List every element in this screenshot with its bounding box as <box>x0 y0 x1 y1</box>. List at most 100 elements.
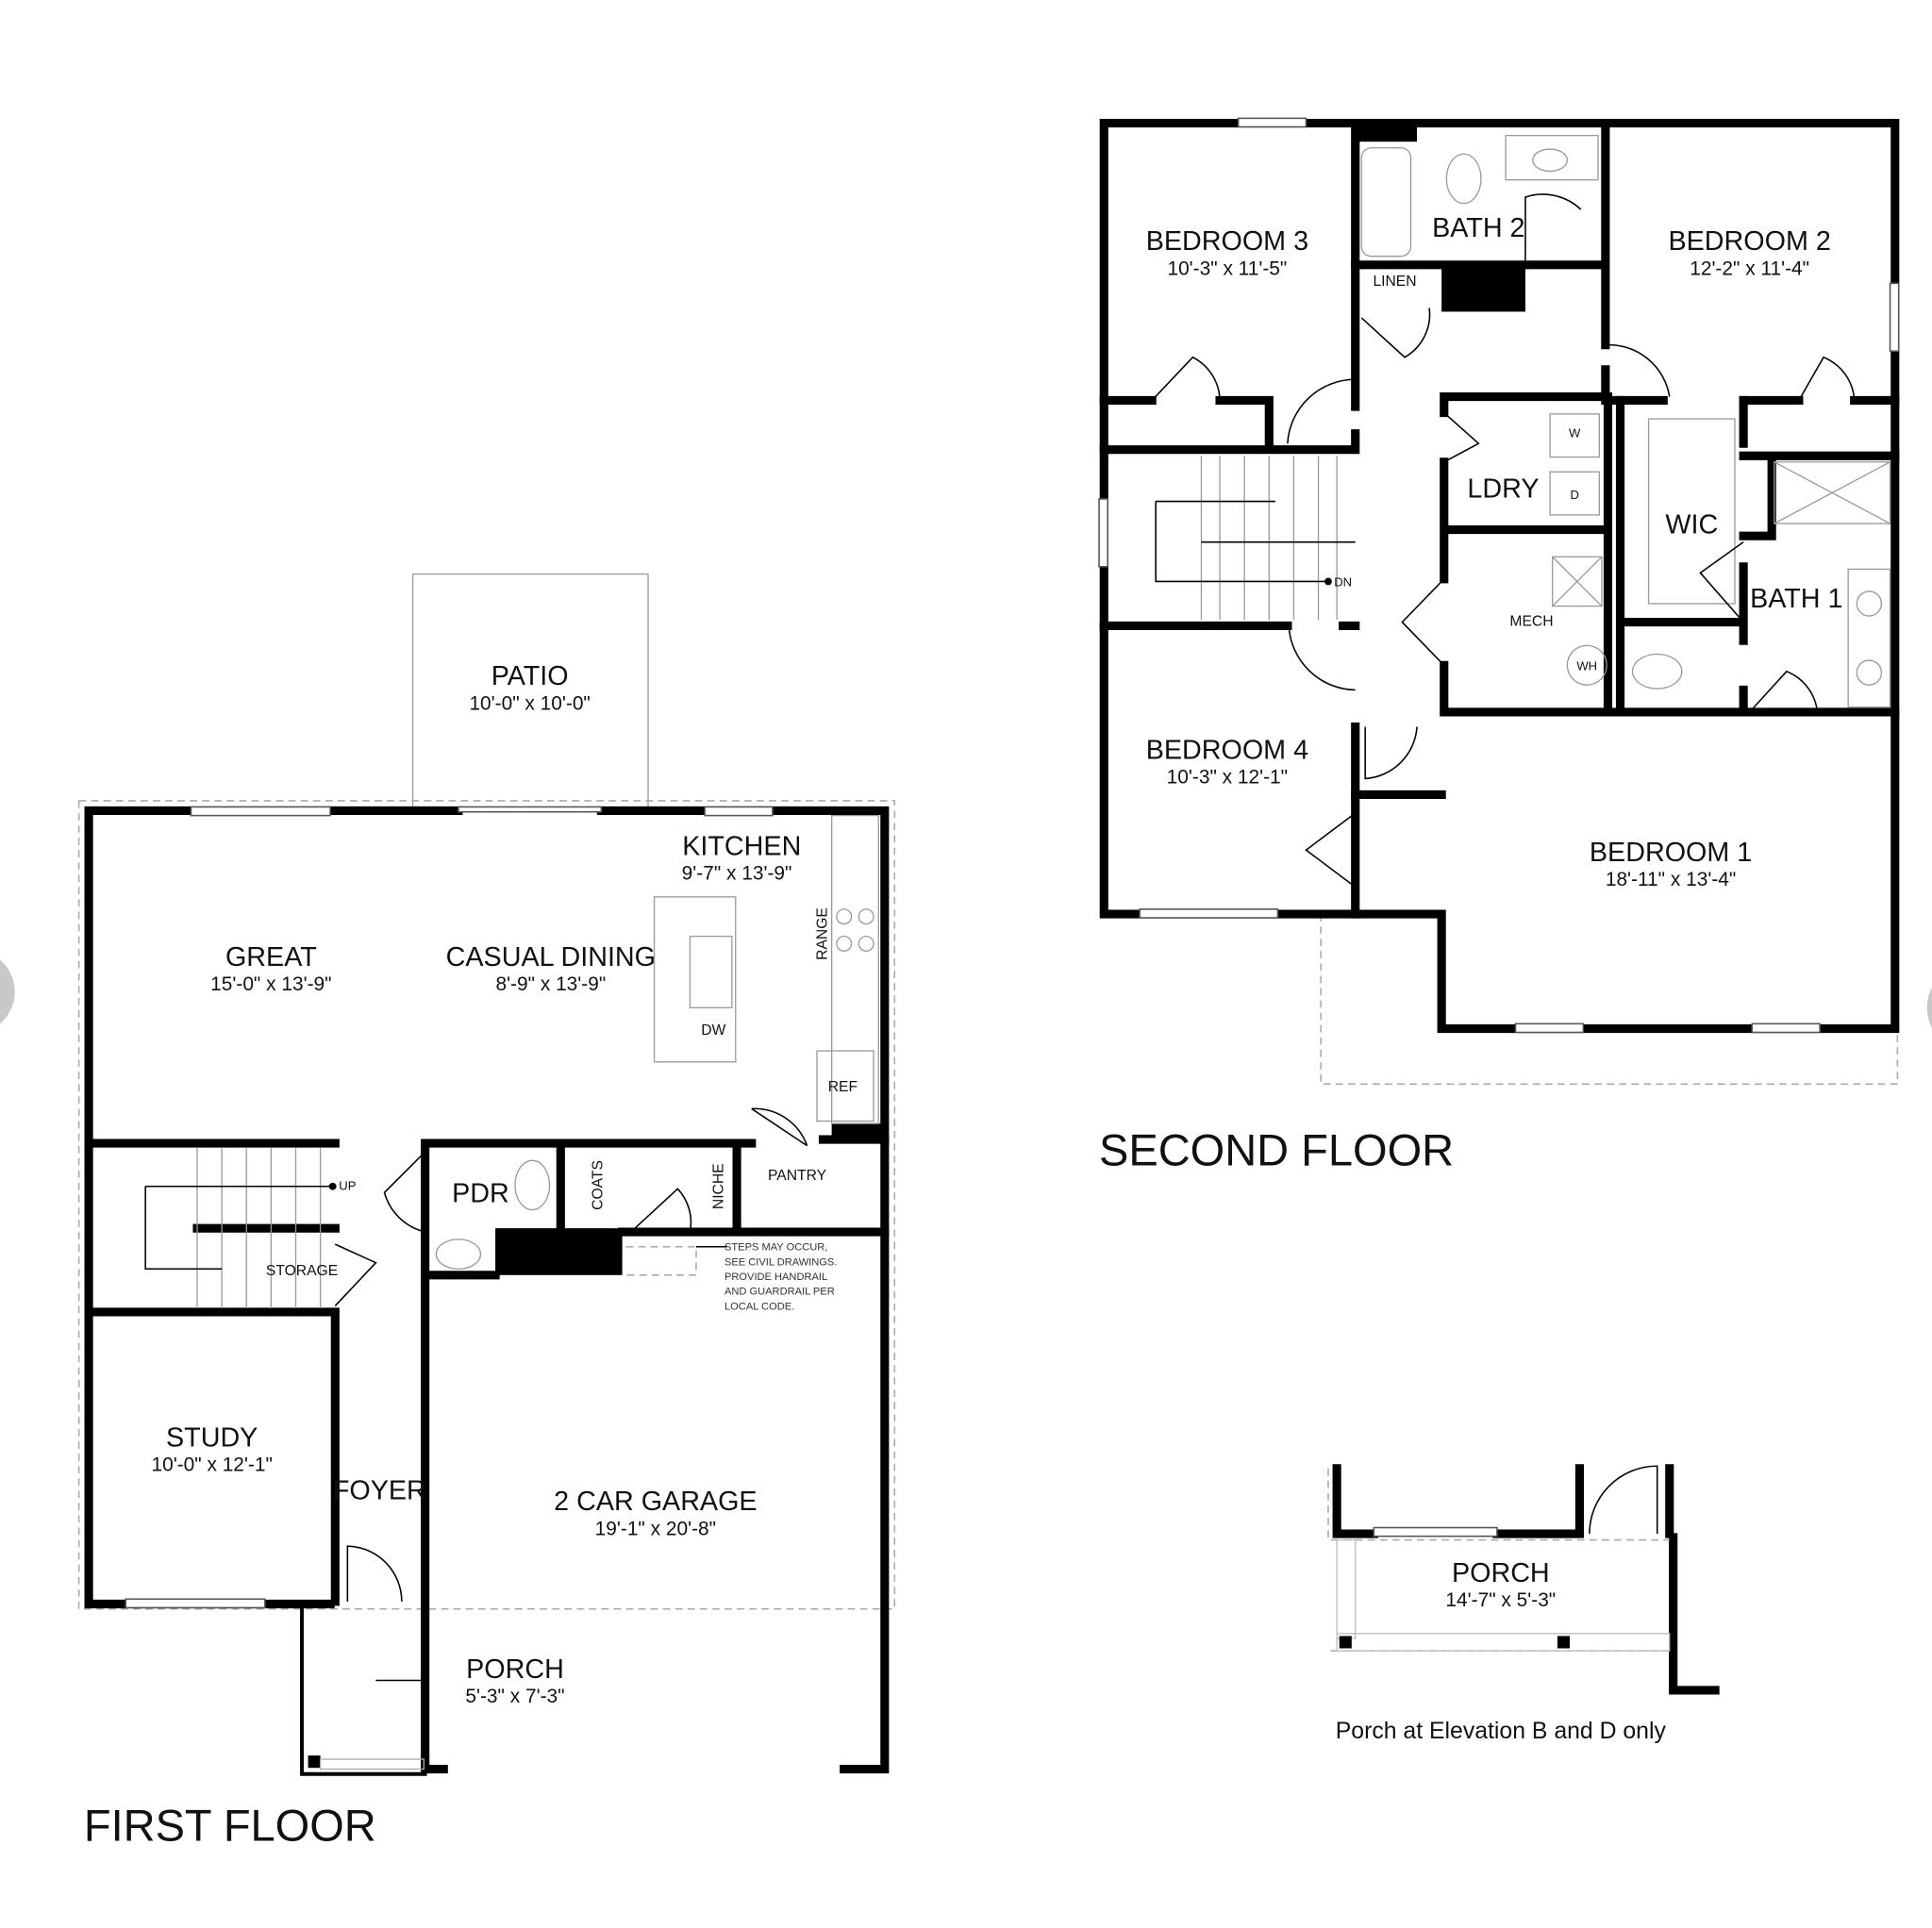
shower <box>1774 461 1891 524</box>
kitchen-island <box>653 896 737 1063</box>
room-label: BATH 1 <box>1750 584 1842 614</box>
bathtub <box>1360 147 1412 258</box>
room-label: LDRY <box>1467 474 1539 505</box>
room-size: 10'-0" x 12'-1" <box>151 1454 272 1475</box>
room-label: KITCHEN <box>682 831 801 861</box>
pantry-door[interactable] <box>751 1107 808 1147</box>
shower-drain <box>1774 461 1890 524</box>
room-size: 14'-7" x 5'-3" <box>1445 1589 1556 1611</box>
porch-column <box>1339 1636 1352 1649</box>
vanity <box>1505 135 1599 181</box>
room-label: STUDY <box>166 1422 258 1453</box>
room-label: 2 CAR GARAGE <box>554 1487 757 1517</box>
fixture-label: UP <box>339 1179 356 1193</box>
second-floor-plan: BEDROOM 3 10'-3" x 11'-5" BATH 2 LINEN B… <box>1098 117 1900 1175</box>
second-floor-dashed-outline <box>1320 914 1899 1086</box>
svg-text:LOCAL CODE.: LOCAL CODE. <box>724 1301 794 1312</box>
construction-note: STEPS MAY OCCUR, SEE CIVIL DRAWINGS. PRO… <box>724 1242 837 1313</box>
fixture-label: DN <box>1334 575 1352 590</box>
wall-block <box>495 1228 623 1275</box>
window <box>1098 498 1108 568</box>
fixture-label: WH <box>1576 659 1597 673</box>
first-floor-dashed-outline <box>77 800 896 1610</box>
closet-door[interactable] <box>1305 812 1357 888</box>
room-size: 12'-2" x 11'-4" <box>1690 258 1809 279</box>
pdr-door[interactable] <box>383 1151 426 1233</box>
porch-column <box>1557 1636 1570 1649</box>
wall-block <box>1441 264 1525 312</box>
storage-door[interactable] <box>334 1243 377 1306</box>
wall <box>1615 395 1900 717</box>
room-label: BEDROOM 1 <box>1590 838 1752 868</box>
room-label: FOYER <box>333 1475 426 1505</box>
room-label: PDR <box>452 1179 509 1209</box>
front-door[interactable] <box>346 1545 403 1602</box>
refrigerator <box>816 1050 874 1122</box>
dryer <box>1549 471 1600 516</box>
water-heater <box>1566 644 1607 686</box>
fixture-label: W <box>1569 426 1581 440</box>
bath-door[interactable] <box>1749 670 1819 713</box>
door[interactable] <box>1287 378 1418 780</box>
sink <box>689 935 733 1009</box>
toilet <box>1631 653 1683 690</box>
air-handler-x <box>1552 556 1603 607</box>
porch-caption: Porch at Elevation B and D only <box>1336 1719 1667 1744</box>
sink <box>435 1238 482 1270</box>
wall <box>192 1135 890 1280</box>
wall <box>421 1139 757 1774</box>
wall-block <box>1355 123 1418 142</box>
burner <box>858 908 874 925</box>
fixture-label: REF <box>828 1079 858 1095</box>
room-label: MECH <box>1509 613 1553 629</box>
room-label: CASUAL DINING <box>446 942 656 972</box>
sliding-door <box>458 806 603 813</box>
room-size: 8'-9" x 13'-9" <box>495 973 606 995</box>
room-label: WIC <box>1665 510 1718 540</box>
room-label: GREAT <box>225 942 317 972</box>
wall <box>1099 119 1900 1034</box>
room-label: BATH 2 <box>1432 213 1524 243</box>
window <box>1889 282 1900 353</box>
svg-text:PROVIDE HANDRAIL: PROVIDE HANDRAIL <box>724 1271 827 1283</box>
closet-shelf <box>1647 418 1736 605</box>
laundry-door[interactable] <box>1443 411 1480 463</box>
linen-door[interactable] <box>1360 307 1431 358</box>
room-label: PORCH <box>466 1654 564 1685</box>
toilet <box>1445 153 1482 205</box>
burner <box>836 908 853 925</box>
first-floor-plan: PATIO 10'-0" x 10'-0" KITCHEN 9'-7" x 13… <box>77 573 896 1850</box>
window <box>1514 1022 1585 1034</box>
prev-slide-button[interactable] <box>0 950 15 1034</box>
window <box>1139 908 1279 919</box>
sink <box>1856 590 1883 617</box>
burner <box>836 935 853 952</box>
room-label: NICHE <box>711 1163 727 1209</box>
garage-door[interactable] <box>630 1188 692 1233</box>
wall <box>84 1139 340 1606</box>
porch-door[interactable] <box>1589 1465 1658 1535</box>
window <box>1237 117 1307 128</box>
closet-door[interactable] <box>1151 356 1856 402</box>
fixture-label: RANGE <box>814 907 830 960</box>
stairs <box>144 1148 333 1309</box>
door[interactable] <box>1524 193 1671 397</box>
window <box>190 806 331 817</box>
room-size: 10'-3" x 11'-5" <box>1167 258 1287 279</box>
double-vanity <box>1847 568 1891 708</box>
steps-outline <box>625 1245 697 1276</box>
room-label: PORCH <box>1452 1558 1550 1588</box>
room-label: PANTRY <box>768 1168 827 1184</box>
porch-rail <box>319 1758 425 1770</box>
mech-door[interactable] <box>1401 578 1445 666</box>
next-slide-button[interactable] <box>1926 963 1932 1052</box>
room-label: BEDROOM 3 <box>1146 226 1308 257</box>
room-size: 15'-0" x 13'-9" <box>210 973 331 995</box>
room-size: 9'-7" x 13'-9" <box>682 863 792 885</box>
room-size: 18'-11" x 13'-4" <box>1606 869 1736 890</box>
washer <box>1549 413 1600 458</box>
wic-door[interactable] <box>1699 541 1744 623</box>
wall <box>1332 1464 1720 1695</box>
fixture-label: DW <box>701 1022 725 1039</box>
